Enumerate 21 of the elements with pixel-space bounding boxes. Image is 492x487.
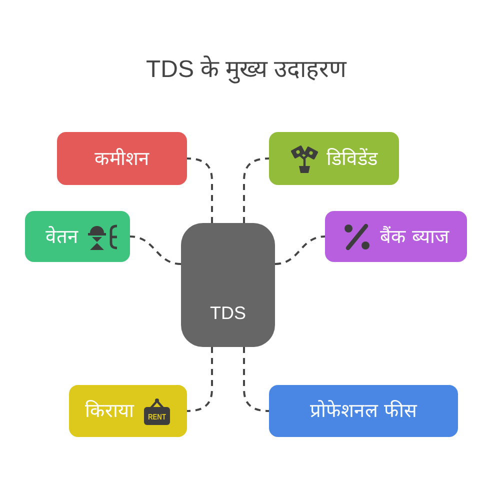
topic-box bbox=[57, 132, 187, 185]
connector bbox=[130, 236, 182, 265]
title: TDS के मुख्य उदाहरण bbox=[146, 54, 346, 86]
topic-box bbox=[269, 132, 399, 185]
topic-box bbox=[69, 385, 187, 437]
connector bbox=[186, 347, 213, 412]
connector bbox=[243, 158, 270, 223]
topic-label: वेतन bbox=[46, 224, 78, 248]
topic-label: प्रोफेशनल फीस bbox=[310, 399, 418, 423]
topic-label: बैंक ब्याज bbox=[380, 224, 450, 248]
topic-label: डिविडेंड bbox=[326, 146, 378, 170]
topic-box bbox=[325, 211, 467, 262]
topic-box bbox=[269, 385, 458, 437]
connector bbox=[274, 236, 326, 265]
topic-label: किराया bbox=[85, 399, 134, 423]
topic-label: कमीशन bbox=[94, 146, 150, 170]
connector bbox=[243, 347, 270, 412]
topic-box bbox=[25, 211, 130, 262]
hub-box bbox=[181, 223, 275, 347]
connector bbox=[186, 158, 213, 223]
hub-label: TDS bbox=[210, 303, 246, 323]
